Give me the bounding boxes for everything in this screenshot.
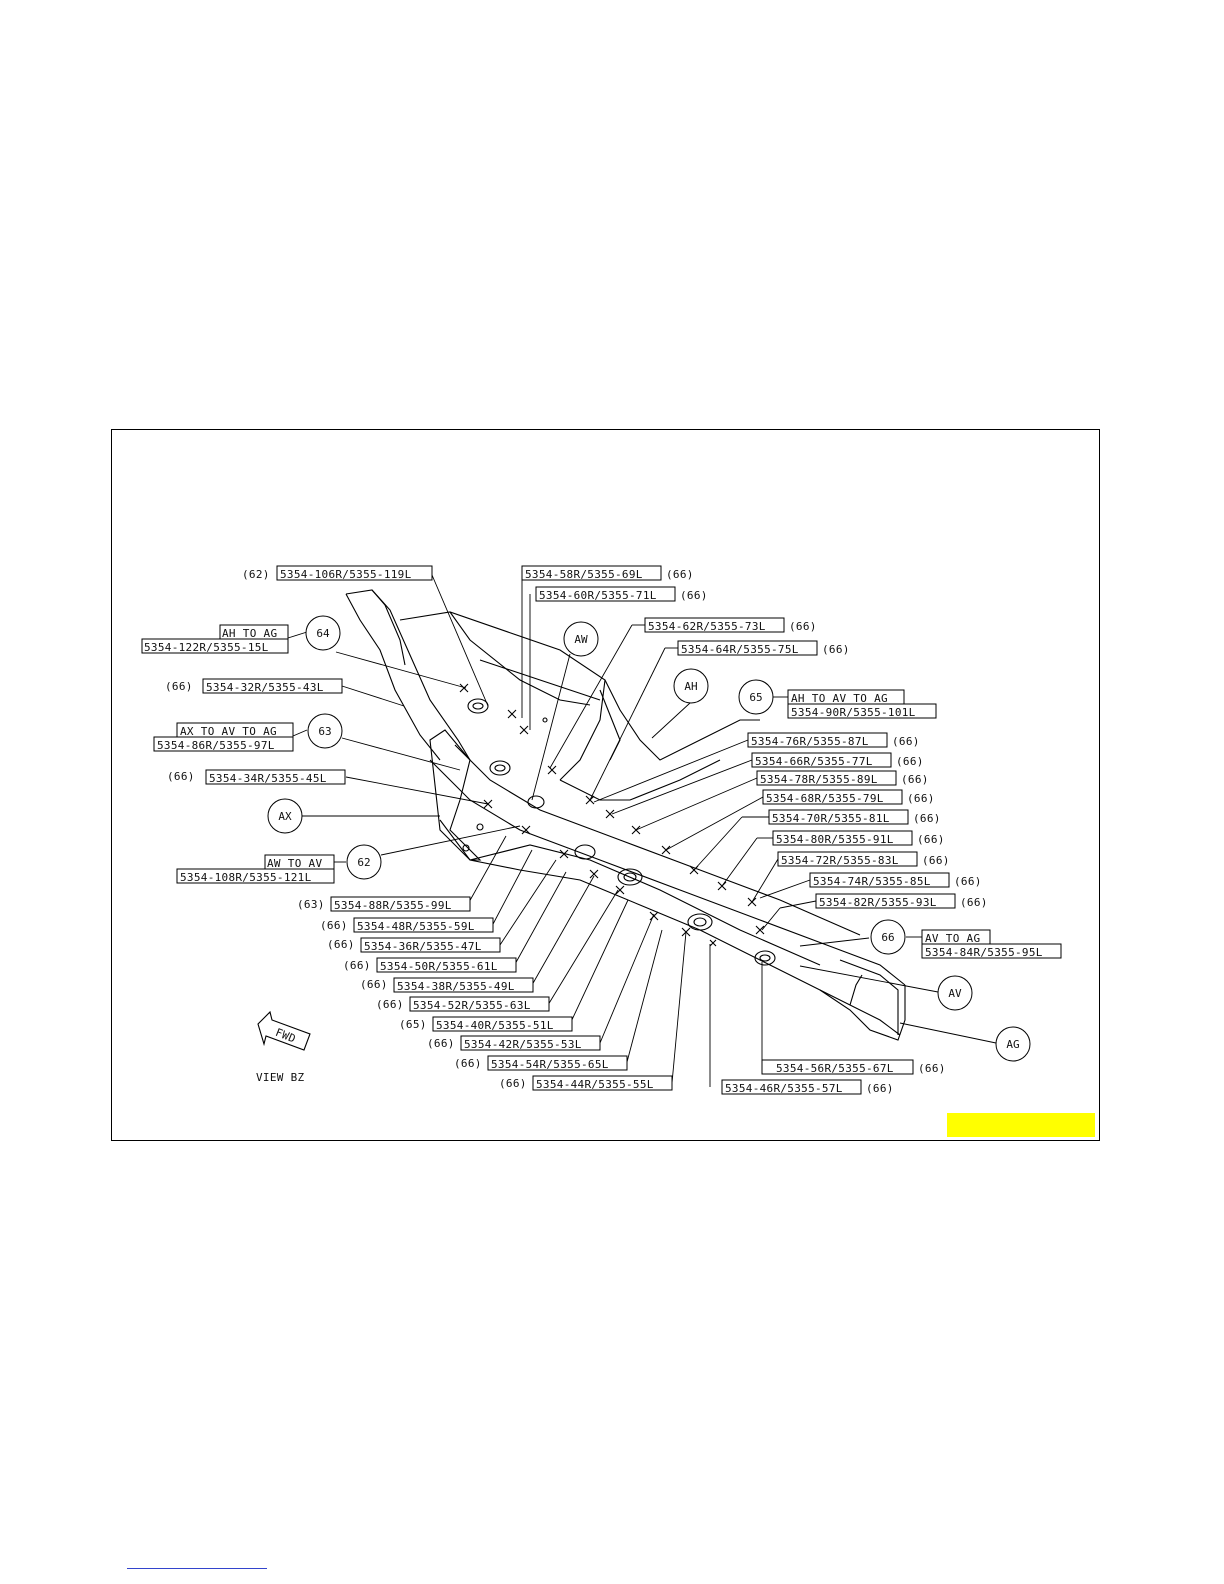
ref-36: (66) (327, 938, 355, 951)
ref-34: (66) (167, 770, 195, 783)
label-5354-74r: 5354-74R/5355-85L (813, 875, 931, 888)
label-5354-72r: 5354-72R/5355-83L (781, 854, 899, 867)
ref-56: (66) (918, 1062, 946, 1075)
label-aw-to-av: AW TO AV (267, 857, 322, 870)
ref-60: (66) (680, 589, 708, 602)
label-ax-to-av-to-ag: AX TO AV TO AG (180, 725, 277, 738)
callout-av: AV (948, 987, 962, 1000)
label-5354-38r: 5354-38R/5355-49L (397, 980, 515, 993)
ref-32: (66) (165, 680, 193, 693)
label-5354-66r: 5354-66R/5355-77L (755, 755, 873, 768)
label-5354-122r: 5354-122R/5355-15L (144, 641, 269, 654)
label-5354-56r: 5354-56R/5355-67L (776, 1062, 894, 1075)
label-5354-52r: 5354-52R/5355-63L (413, 999, 531, 1012)
label-5354-78r: 5354-78R/5355-89L (760, 773, 878, 786)
callout-64: 64 (316, 627, 330, 640)
label-5354-60r: 5354-60R/5355-71L (539, 589, 657, 602)
label-5354-42r: 5354-42R/5355-53L (464, 1038, 582, 1051)
ref-74: (66) (954, 875, 982, 888)
callout-circles: 64 63 62 65 66 AW AH AX AV AG (267, 615, 1031, 1062)
label-5354-36r: 5354-36R/5355-47L (364, 940, 482, 953)
ref-50: (66) (343, 959, 371, 972)
ref-106: (62) (242, 568, 270, 581)
ref-44: (66) (499, 1077, 527, 1090)
ref-80: (66) (917, 833, 945, 846)
callout-ax: AX (278, 810, 292, 823)
label-5354-62r: 5354-62R/5355-73L (648, 620, 766, 633)
label-av-to-ag: AV TO AG (925, 932, 980, 945)
callout-ag: AG (1006, 1038, 1019, 1051)
label-ah-to-av-to-ag: AH TO AV TO AG (791, 692, 888, 705)
label-5354-54r: 5354-54R/5355-65L (491, 1058, 609, 1071)
ref-58: (66) (666, 568, 694, 581)
ref-76: (66) (892, 735, 920, 748)
callout-63: 63 (318, 725, 331, 738)
ref-66: (66) (896, 755, 924, 768)
callout-62: 62 (357, 856, 370, 869)
label-5354-46r: 5354-46R/5355-57L (725, 1082, 843, 1095)
ref-72: (66) (922, 854, 950, 867)
ref-38: (66) (360, 978, 388, 991)
label-5354-34r: 5354-34R/5355-45L (209, 772, 327, 785)
yellow-highlight-box (947, 1113, 1095, 1137)
footer-link-underline[interactable] (127, 1568, 267, 1569)
callout-66: 66 (881, 931, 894, 944)
label-5354-64r: 5354-64R/5355-75L (681, 643, 799, 656)
ref-42: (66) (427, 1037, 455, 1050)
label-5354-88r: 5354-88R/5355-99L (334, 899, 452, 912)
label-5354-106r: 5354-106R/5355-119L (280, 568, 412, 581)
label-5354-76r: 5354-76R/5355-87L (751, 735, 869, 748)
callout-ah: AH (684, 680, 697, 693)
ref-78: (66) (901, 773, 929, 786)
ref-64: (66) (822, 643, 850, 656)
ref-48: (66) (320, 919, 348, 932)
label-5354-108r: 5354-108R/5355-121L (180, 871, 312, 884)
label-5354-44r: 5354-44R/5355-55L (536, 1078, 654, 1091)
ref-88: (63) (297, 898, 325, 911)
label-ah-to-ag-1: AH TO AG (222, 627, 277, 640)
ref-62: (66) (789, 620, 817, 633)
part-labels: (62) 5354-106R/5355-119L 5354-58R/5355-6… (141, 565, 1062, 1095)
ref-46: (66) (866, 1082, 894, 1095)
label-5354-80r: 5354-80R/5355-91L (776, 833, 894, 846)
label-5354-40r: 5354-40R/5355-51L (436, 1019, 554, 1032)
fwd-label: FWD (274, 1026, 298, 1046)
label-5354-50r: 5354-50R/5355-61L (380, 960, 498, 973)
label-5354-84r: 5354-84R/5355-95L (925, 946, 1043, 959)
fwd-arrow: FWD (257, 1010, 311, 1051)
ref-68: (66) (907, 792, 935, 805)
label-5354-86r: 5354-86R/5355-97L (157, 739, 275, 752)
diagram-frame (111, 429, 1100, 1141)
leader-lines (287, 574, 997, 1087)
callout-aw: AW (574, 633, 588, 646)
label-5354-48r: 5354-48R/5355-59L (357, 920, 475, 933)
label-5354-90r: 5354-90R/5355-101L (791, 706, 916, 719)
ref-54: (66) (454, 1057, 482, 1070)
label-5354-58r: 5354-58R/5355-69L (525, 568, 643, 581)
label-5354-82r: 5354-82R/5355-93L (819, 896, 937, 909)
ref-82: (66) (960, 896, 988, 909)
label-5354-70r: 5354-70R/5355-81L (772, 812, 890, 825)
ref-52: (66) (376, 998, 404, 1011)
view-label: VIEW BZ (256, 1071, 305, 1084)
callout-65: 65 (749, 691, 762, 704)
label-5354-32r: 5354-32R/5355-43L (206, 681, 324, 694)
ref-40: (65) (399, 1018, 427, 1031)
weld-marks (459, 683, 765, 947)
label-5354-68r: 5354-68R/5355-79L (766, 792, 884, 805)
ref-70: (66) (913, 812, 941, 825)
